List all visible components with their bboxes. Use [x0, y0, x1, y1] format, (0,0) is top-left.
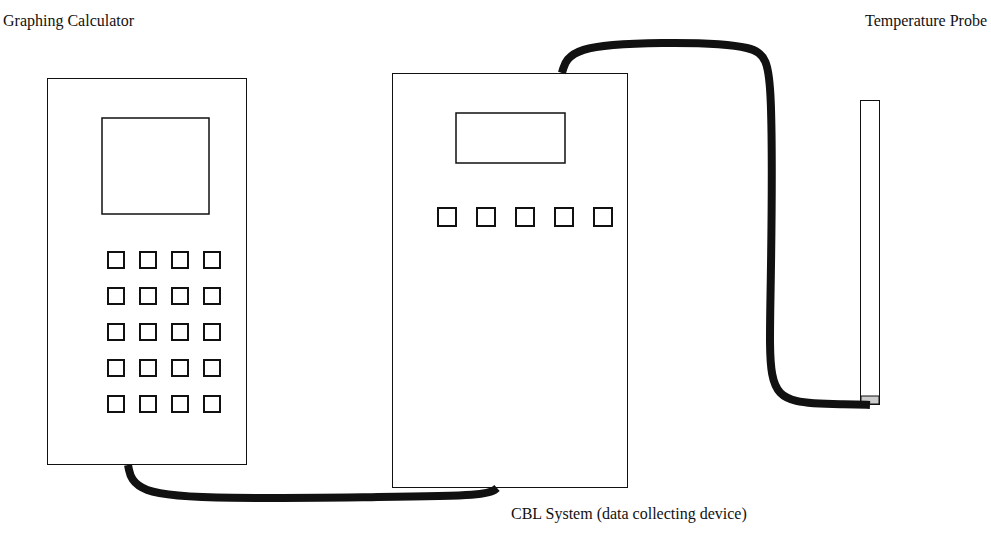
calculator-keypad — [108, 252, 220, 412]
cable — [562, 43, 870, 405]
cbl-body: CBL System (data collecting device) — [392, 73, 628, 488]
cbl-screen — [456, 113, 565, 163]
cable — [128, 465, 497, 498]
device-label: Temperature Probe — [847, 11, 987, 30]
cbl-buttons — [438, 208, 612, 226]
device-label: CBL System (data collecting device) — [511, 504, 751, 523]
calculator-body: Graphing Calculator — [47, 78, 247, 465]
probe-body: Temperature Probe — [860, 100, 880, 405]
device-label: Graphing Calculator — [3, 11, 193, 30]
calculator-screen — [102, 118, 209, 214]
